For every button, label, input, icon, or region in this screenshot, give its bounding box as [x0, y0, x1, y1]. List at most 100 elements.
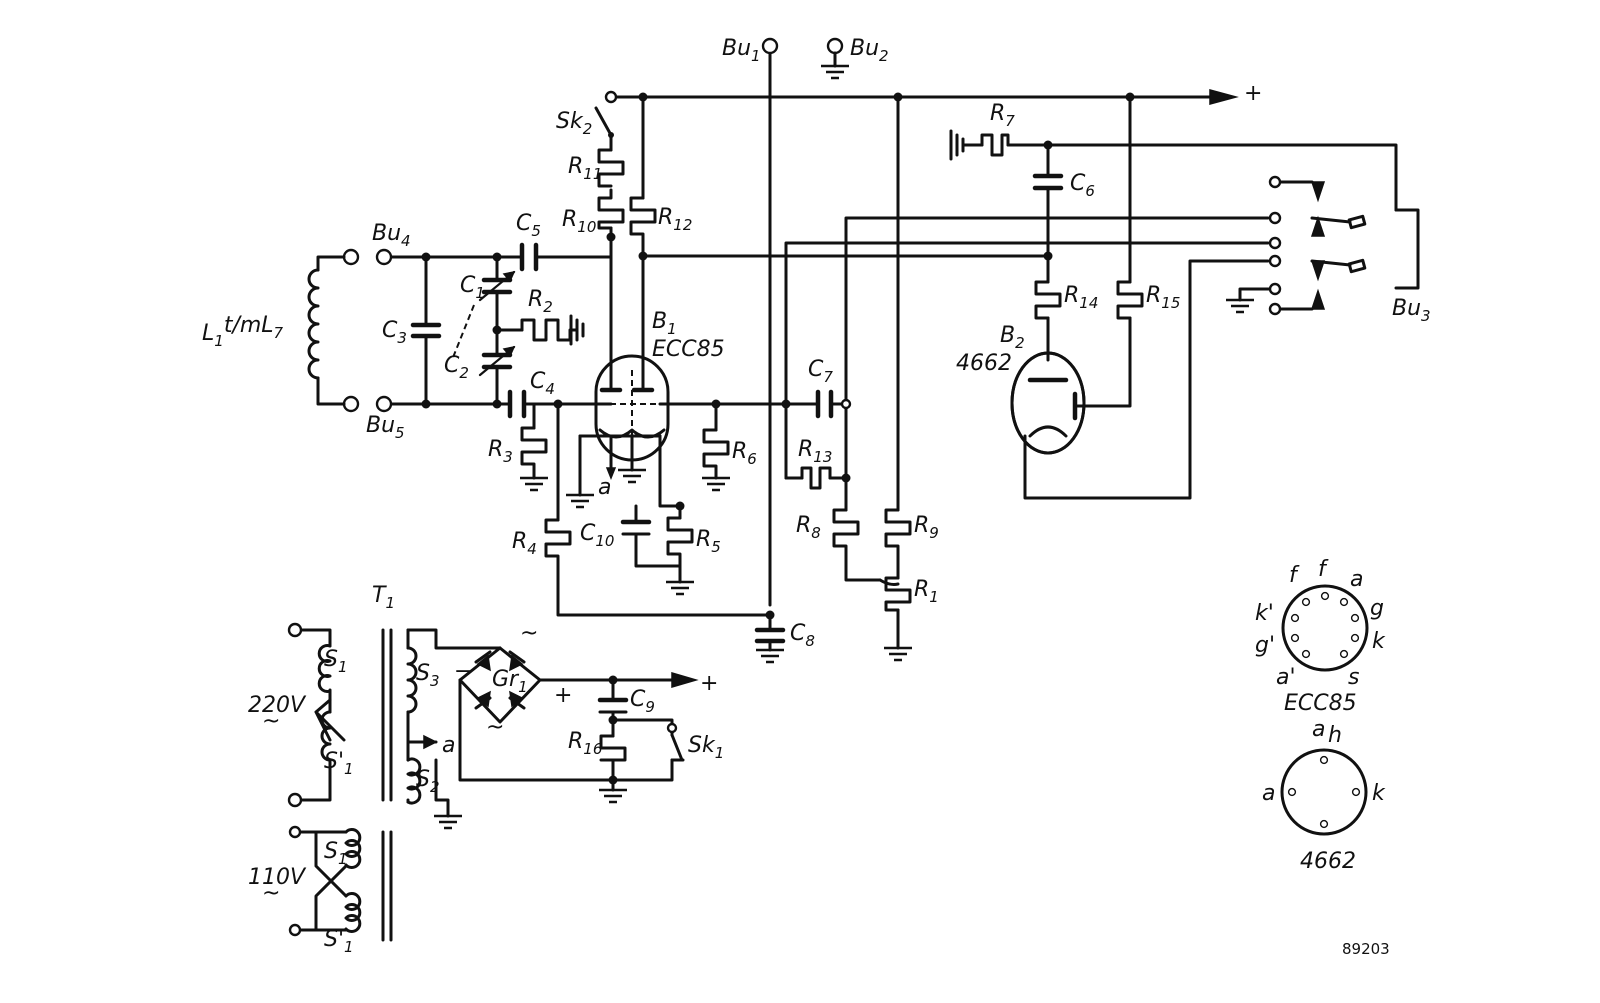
label-tilde-bottom: ~	[486, 715, 504, 740]
label-gr1: Gr1	[492, 667, 528, 696]
c10-electrolytic	[620, 519, 652, 536]
r4-resistor	[544, 518, 572, 560]
label-sk1: Sk1	[688, 733, 724, 762]
r11-resistor	[597, 148, 625, 188]
label-b2: B2	[1000, 323, 1025, 352]
r15-resistor	[1116, 280, 1144, 320]
label-c3: C3	[382, 318, 407, 347]
c5-capacitor	[519, 242, 539, 272]
components	[307, 106, 1367, 942]
label-c4: C4	[530, 369, 555, 398]
label-b1-type: ECC85	[652, 337, 725, 362]
t4662-pin-h: h	[1328, 723, 1342, 748]
label-bu4: Bu4	[372, 221, 411, 250]
c3-capacitor	[410, 322, 442, 339]
r6-resistor	[702, 428, 730, 472]
label-r8: R8	[796, 513, 821, 542]
label-r2: R2	[528, 287, 553, 316]
label-tilde-top: ~	[520, 621, 538, 646]
label-c2: C2	[444, 353, 469, 382]
label-t1: T1	[372, 583, 395, 612]
r7-resistor	[980, 133, 1010, 157]
label-r1: R1	[914, 577, 939, 606]
label-c6: C6	[1070, 171, 1095, 200]
label-r6: R6	[732, 439, 757, 468]
label-s1-lower: S1	[324, 839, 348, 868]
ecc85-pin-a: a	[1350, 567, 1363, 592]
ecc85-pin-a-prime: a'	[1276, 665, 1296, 690]
label-s3: S3	[416, 661, 440, 690]
label-b1: B1	[652, 309, 677, 338]
l1-coil	[307, 255, 346, 406]
label-plus-top: +	[1244, 81, 1262, 106]
t1-transformer	[314, 628, 438, 942]
label-110v: 110V	[248, 865, 307, 890]
r5-resistor	[666, 516, 694, 562]
label-r4: R4	[512, 529, 537, 558]
label-r9: R9	[914, 513, 939, 542]
label-220v-tilde: ~	[262, 709, 280, 734]
label-s1-prime-upper: S'1	[324, 749, 354, 778]
label-c5: C5	[516, 211, 541, 240]
label-r12: R12	[658, 205, 692, 234]
c8-capacitor	[754, 613, 786, 652]
ecc85-pinout-title: ECC85	[1284, 691, 1357, 716]
t4662-pinout-title: 4662	[1300, 849, 1356, 874]
label-s1-upper: S1	[324, 647, 348, 676]
label-r7: R7	[990, 101, 1015, 130]
label-bu3: Bu3	[1392, 296, 1431, 325]
label-c10: C10	[580, 521, 614, 550]
c2-trimmer	[478, 345, 516, 377]
label-c7: C7	[808, 357, 833, 386]
label-s2: S2	[416, 767, 440, 796]
r2-resistor	[520, 318, 579, 342]
ecc85-pinout: f f a g k s a' g' k' ECC85	[1255, 557, 1386, 716]
ecc85-pin-g: g	[1370, 596, 1384, 621]
b2-4662-tube	[1010, 351, 1086, 455]
label-b2-type: 4662	[956, 351, 1012, 376]
label-r13: R13	[798, 437, 832, 466]
label-cathode-a: a	[598, 475, 611, 500]
label-110v-tilde: ~	[262, 881, 280, 906]
label-c8: C8	[790, 621, 815, 650]
label-c9: C9	[630, 687, 655, 716]
label-plus-psu: +	[700, 671, 718, 696]
label-c1: C1	[460, 273, 485, 302]
label-minus-bridge: −	[454, 659, 472, 684]
label-r11: R11	[568, 154, 602, 183]
wiring	[298, 51, 1420, 932]
c1-trimmer	[478, 270, 516, 302]
label-bu2: Bu2	[850, 36, 889, 65]
junction-dots	[421, 92, 1135, 785]
ecc85-pin-k: k	[1372, 629, 1386, 654]
c9-electrolytic	[597, 697, 629, 714]
c4-capacitor	[507, 389, 527, 419]
ecc85-pin-s: s	[1348, 665, 1359, 690]
r12-resistor	[629, 196, 657, 240]
sk1-switch	[670, 733, 685, 762]
t4662-pin-a-top: a	[1312, 717, 1325, 742]
label-l1: L1t/mL7	[202, 313, 284, 350]
r1-potentiometer	[878, 576, 912, 612]
label-r14: R14	[1064, 283, 1098, 312]
label-sk2: Sk2	[556, 109, 592, 138]
label-plus-bridge: +	[554, 683, 572, 708]
r14-resistor	[1034, 280, 1062, 320]
label-bu5: Bu5	[366, 413, 405, 442]
r8-resistor	[832, 508, 860, 550]
ecc85-pin-k-prime: k'	[1255, 601, 1274, 626]
label-r15: R15	[1146, 283, 1180, 312]
label-s1-prime-lower: S'1	[324, 927, 354, 956]
label-tap-a: a	[442, 733, 455, 758]
c6-capacitor	[1032, 173, 1064, 191]
ecc85-pin-f2: f	[1318, 557, 1329, 582]
label-r5: R5	[696, 527, 721, 556]
terminals	[287, 37, 1282, 937]
component-labels: Bu1 Bu2 Bu3 Bu4 Bu5 Sk2 Sk1 R11 R10 R12 …	[202, 36, 1431, 958]
label-r10: R10	[562, 207, 596, 236]
drawing-number: 89203	[1342, 940, 1390, 958]
r9-resistor	[884, 508, 912, 550]
gr1-bridge-rectifier	[474, 650, 526, 710]
label-r3: R3	[488, 437, 513, 466]
